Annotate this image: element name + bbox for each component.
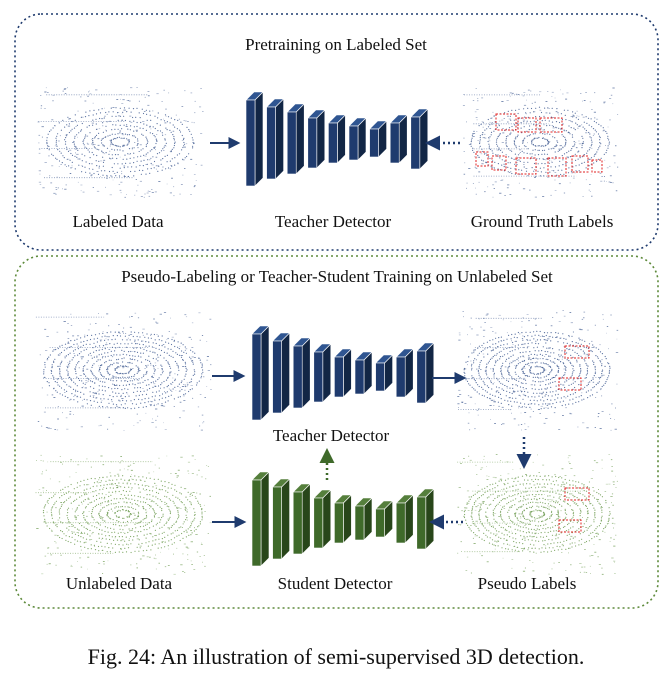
bottom-panel-title: Pseudo-Labeling or Teacher-Student Train…	[121, 267, 553, 286]
top-panel-title: Pretraining on Labeled Set	[245, 35, 427, 54]
teacher-detector-label-top: Teacher Detector	[275, 212, 392, 231]
detector-layer	[348, 117, 367, 161]
detector-layer	[395, 494, 414, 544]
pseudo-labels-label: Pseudo Labels	[478, 574, 577, 593]
detector-layer	[313, 489, 332, 549]
detector-layer	[286, 103, 305, 175]
detector-layer	[307, 109, 326, 169]
student-detector-network	[251, 471, 435, 567]
pseudo-boxes-green	[558, 487, 590, 533]
figure-caption: Fig. 24: An illustration of semi-supervi…	[88, 644, 585, 669]
teacher-detector-network	[251, 325, 435, 421]
unlabeled-data-point-cloud-green	[35, 454, 212, 575]
top-panel-border	[14, 13, 659, 251]
student-detector-label: Student Detector	[278, 574, 393, 593]
bottom-panel-border	[14, 255, 659, 609]
ground-truth-boxes	[475, 113, 603, 177]
detector-layer	[374, 354, 394, 392]
detector-layer	[416, 488, 435, 550]
detector-layer	[271, 332, 291, 414]
pseudo-labels-point-cloud-green	[457, 454, 618, 575]
unlabeled-data-point-cloud-blue	[35, 312, 212, 431]
detector-layer	[416, 342, 435, 404]
detector-layer	[271, 478, 291, 560]
detector-layer	[354, 351, 373, 395]
detector-layer	[395, 348, 414, 398]
detector-layer	[313, 343, 332, 403]
detector-layer	[389, 114, 408, 164]
detector-layer	[245, 91, 264, 187]
teacher-detector-label-bottom: Teacher Detector	[273, 426, 390, 445]
labeled-data-label: Labeled Data	[72, 212, 164, 231]
unlabeled-data-label: Unlabeled Data	[66, 574, 173, 593]
pseudo-boxes-blue	[558, 345, 590, 391]
ground-truth-labels-label: Ground Truth Labels	[471, 212, 614, 231]
pseudo-label-point-cloud-blue	[457, 310, 619, 431]
labeled-data-point-cloud	[37, 87, 204, 198]
ground-truth-point-cloud	[462, 87, 619, 198]
detector-layer	[333, 494, 353, 544]
detector-layer	[292, 337, 311, 409]
detector-layer	[368, 120, 388, 158]
detector-layer	[265, 98, 285, 180]
detector-layer	[327, 114, 347, 164]
detector-layer	[354, 497, 373, 541]
detector-layer	[333, 348, 353, 398]
detector-layer	[374, 500, 394, 538]
detector-layer	[410, 108, 429, 170]
detector-layer	[292, 483, 311, 555]
detector-layer	[251, 471, 270, 567]
teacher-detector-top-network	[245, 91, 429, 187]
detector-layer	[251, 325, 270, 421]
